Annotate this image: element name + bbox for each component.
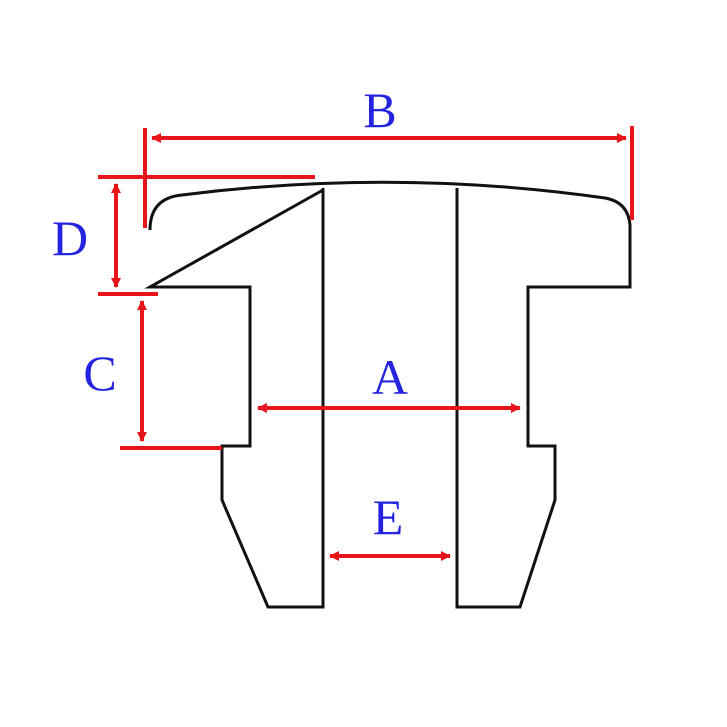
dimension-d-label: D [52,210,88,266]
dimension-e-label: E [373,489,404,545]
dimension-c-label: C [83,345,116,401]
dimension-a-label: A [372,349,408,405]
dimension-b-label: B [363,82,396,138]
